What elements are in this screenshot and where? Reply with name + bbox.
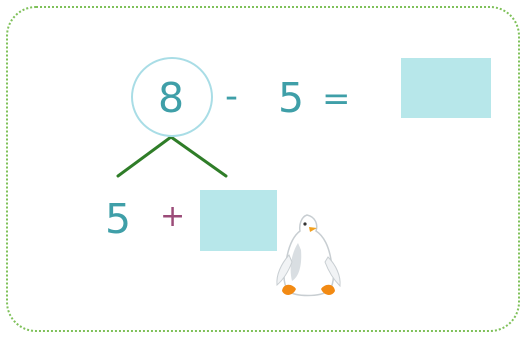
equals-sign: = (322, 82, 351, 116)
known-part-number: 5 (105, 199, 131, 240)
result-answer-box[interactable] (401, 58, 491, 118)
penguin-eye (303, 222, 306, 225)
plus-sign: + (160, 202, 185, 232)
penguin-body (284, 215, 333, 296)
subtrahend-number: 5 (278, 78, 304, 119)
exercise-card (6, 6, 520, 332)
whole-number: 8 (158, 78, 184, 119)
minus-sign: - (225, 79, 238, 115)
penguin-icon (265, 207, 351, 301)
